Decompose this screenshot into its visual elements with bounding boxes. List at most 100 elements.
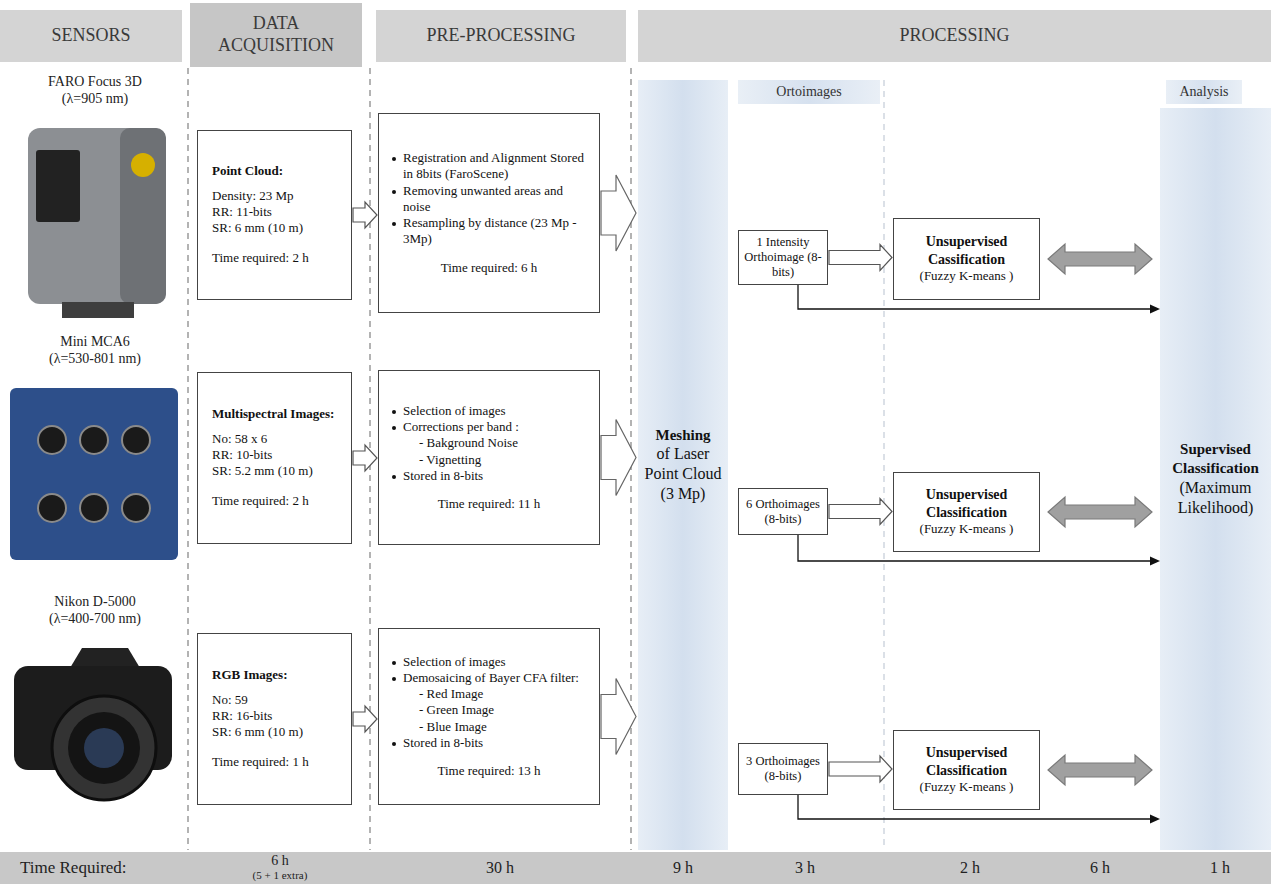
node-text: Time required: 2 h [208,493,341,509]
block-arrow [829,245,892,271]
node-text: Time required: 2 h [208,250,341,266]
process-box: Selection of imagesCorrections per band … [378,370,600,545]
label-text: (5 + 1 extra) [253,869,308,881]
label-text: 6 h [1090,859,1110,877]
node-text: RGB Images: [208,667,341,683]
arrowhead [1150,305,1160,314]
block-arrow [601,679,636,755]
node-text: DATA ACQUISITION [196,13,356,56]
block-arrow [353,706,377,732]
label-text: (λ=530-801 nm) [49,351,141,366]
label-text: 1 h [1210,859,1230,877]
label-text: 3 h [795,859,815,877]
section-header: Ortoimages [738,80,880,104]
process-box: Unsupervised Classification(Fuzzy K-mean… [893,730,1040,810]
label-text: 6 h [271,853,289,868]
block-arrow [829,499,892,525]
scanner-body [28,128,166,304]
node-text: Analysis [1180,84,1229,100]
process-box: Registration and Alignment Stored in 8bi… [378,113,600,313]
node-text: Registration and Alignment Stored in 8bi… [389,150,589,183]
node-text: Stored in 8-bits [389,735,589,751]
node-text: Time required: 13 h [389,763,589,779]
divider-line [883,80,885,850]
node-text: 1 Intensity Orthoimage (8-bits) [743,235,823,280]
node-text: (Maximum Likelihood) [1163,478,1268,518]
process-box: Unsupervised Cassification(Fuzzy K-means… [893,218,1040,300]
data-box: Point Cloud:Density: 23 MpRR: 11-bitsSR:… [197,130,352,300]
node-text: of Laser Point Cloud (3 Mp) [641,444,725,504]
output-box: 3 Orthoimages (8-bits) [738,743,828,795]
lens [122,426,150,454]
node-text: Corrections per band : [389,419,589,435]
node-text: No: 58 x 6 [208,431,341,447]
connector [353,706,377,732]
connector [601,420,636,496]
arrowhead [1150,815,1160,824]
connector [601,175,636,251]
node-text: RR: 10-bits [208,447,341,463]
node-text: Selection of images [389,654,589,670]
lens-ring [68,712,140,784]
node-text: Meshing [655,426,710,445]
process-box: Unsupervised Classification(Fuzzy K-mean… [893,472,1040,552]
column-header: SENSORS [0,10,182,62]
output-box: 6 Orthoimages (8-bits) [738,488,828,535]
camera-housing [10,388,178,560]
connector [1048,244,1152,274]
node-text: Time required: 11 h [389,496,589,512]
process-box: Selection of imagesDemosaicing of Bayer … [378,628,600,805]
output-box: 1 Intensity Orthoimage (8-bits) [738,230,828,285]
time-bar: Time Required: [0,852,1271,884]
connector [829,499,892,525]
block-arrow [1048,497,1152,527]
node-text: Time required: 6 h [389,260,589,276]
node-text: (Fuzzy K-means ) [920,521,1014,537]
node-text: No: 59 [208,692,341,708]
node-text: - Blue Image [389,719,589,735]
block-arrow [601,175,636,251]
block-arrow [353,445,377,471]
laser-scanner-figure [28,128,166,318]
camera-prism [70,648,140,668]
arrowhead [1150,557,1160,566]
connector [829,245,892,271]
node-text: Demosaicing of Bayer CFA filter: [389,670,589,686]
connector [1048,755,1152,785]
node-text: Unsupervised Cassification [900,233,1033,268]
label-text: 9 h [673,859,693,877]
node-text: Removing unwanted areas and noise [389,183,589,216]
node-text: SENSORS [51,25,130,47]
scanner-side [120,128,166,304]
camera-lens [52,696,156,800]
scanner-mirror [131,153,155,177]
lens-glass [84,728,124,768]
connector [829,756,892,782]
connector [353,445,377,471]
column-header: PRE-PROCESSING [376,10,626,62]
block-arrow [601,420,636,496]
lens [38,426,66,454]
node-text: Density: 23 Mp [208,188,341,204]
scanner-screen [36,150,80,222]
node-text: (Fuzzy K-means ) [920,779,1014,795]
node-text: Supervised Classification [1163,440,1268,478]
rgb-camera-figure [14,648,172,800]
connector [601,679,636,755]
node-text: Unsupervised Classification [900,486,1033,521]
node-text: - Bakground Noise [389,435,589,451]
label-text: (λ=905 nm) [62,91,128,106]
label-text: 2 h [960,859,980,877]
multispectral-camera-figure [10,388,178,560]
label-text: Nikon D-5000 [54,594,135,609]
node-text: PRE-PROCESSING [426,25,575,47]
node-text: Stored in 8-bits [389,468,589,484]
node-text: SR: 5.2 mm (10 m) [208,463,341,479]
connector [1048,497,1152,527]
column-header: PROCESSING [638,10,1271,62]
node-text: Point Cloud: [208,163,341,179]
block-arrow [1048,244,1152,274]
connector [353,202,377,228]
